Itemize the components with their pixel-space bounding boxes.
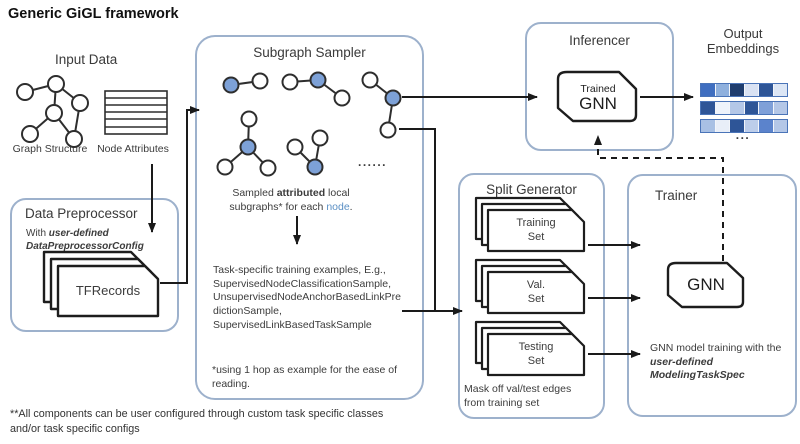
embedding-cell bbox=[701, 102, 716, 114]
subtitle-plain: With bbox=[26, 228, 49, 239]
embedding-cell bbox=[744, 102, 759, 114]
subtitle-bold1: user-defined bbox=[48, 228, 109, 239]
graph-structure-label: Graph Structure bbox=[12, 143, 88, 155]
caption-pre: Sampled bbox=[232, 187, 277, 199]
trainer-title: Trainer bbox=[655, 188, 698, 203]
trainer-note-bold2: ModelingTaskSpec bbox=[650, 369, 745, 382]
embedding-grid bbox=[700, 83, 788, 137]
val-set-label: Val. Set bbox=[526, 278, 546, 305]
training-set-label: Training Set bbox=[516, 216, 556, 243]
subtitle-bold2: DataPreprocessorConfig bbox=[26, 241, 144, 252]
embedding-cell bbox=[701, 84, 716, 96]
data-preprocessor-title: Data Preprocessor bbox=[25, 206, 138, 221]
caption-bold: attributed bbox=[276, 187, 326, 199]
node-attributes-label: Node Attributes bbox=[97, 143, 169, 155]
sampler-caption: Sampled attributed local subgraphs* for … bbox=[224, 187, 358, 214]
sampler-ellipsis: ...... bbox=[358, 155, 388, 169]
val-set-stack-icon bbox=[474, 258, 586, 315]
output-embeddings-title: Output Embeddings bbox=[706, 26, 780, 56]
tfrecords-stack-icon bbox=[42, 250, 160, 318]
embedding-cell bbox=[773, 84, 787, 96]
testing-set-stack-icon bbox=[474, 320, 586, 377]
data-preprocessor-subtitle: With user-defined DataPreprocessorConfig bbox=[26, 227, 144, 253]
gnn-label: GNN bbox=[687, 275, 725, 294]
trained-gnn-label: GNN bbox=[579, 93, 617, 113]
gnn-chip-shape bbox=[666, 261, 745, 309]
node-attributes-table-icon bbox=[104, 90, 168, 135]
embedding-cell bbox=[773, 120, 787, 132]
caption-node-word: node bbox=[326, 200, 350, 213]
embedding-cell bbox=[759, 120, 774, 132]
split-generator-title: Split Generator bbox=[486, 182, 577, 197]
inferencer-title: Inferencer bbox=[569, 33, 630, 48]
embedding-cell bbox=[730, 84, 745, 96]
embedding-cell bbox=[715, 120, 730, 132]
split-generator-box: Split Generator bbox=[458, 173, 605, 419]
trained-gnn-chip-shape bbox=[556, 70, 638, 123]
embedding-cell bbox=[744, 84, 759, 96]
embedding-cell bbox=[701, 120, 716, 132]
caption-mid: local subgraphs* for each bbox=[229, 187, 350, 213]
embedding-cell bbox=[744, 120, 759, 132]
page-title: Generic GiGL framework bbox=[8, 6, 179, 22]
embedding-cell bbox=[715, 84, 730, 96]
sampler-examples-text: Task-specific training examples, E.g., S… bbox=[213, 264, 401, 331]
subgraph-sampler-box: Subgraph Sampler bbox=[195, 35, 424, 400]
tfrecords-label: TFRecords bbox=[75, 282, 141, 298]
embedding-cell bbox=[773, 102, 787, 114]
trainer-note-bold1: user-defined bbox=[650, 355, 714, 368]
page-footnote: **All components can be user configured … bbox=[10, 408, 384, 435]
embeddings-ellipsis: ... bbox=[735, 128, 751, 142]
split-generator-note: Mask off val/test edges from training se… bbox=[464, 383, 572, 409]
input-data-title: Input Data bbox=[55, 52, 118, 67]
trained-label: Trained bbox=[580, 82, 616, 95]
embedding-cell bbox=[730, 120, 745, 132]
graph-structure-icon bbox=[16, 75, 89, 148]
embedding-cell bbox=[759, 102, 774, 114]
training-set-stack-icon bbox=[474, 196, 586, 253]
sampler-footnote: *using 1 hop as example for the ease of … bbox=[212, 364, 398, 390]
testing-set-label: Testing Set bbox=[518, 340, 554, 367]
gnn-chip: GNN bbox=[666, 261, 746, 309]
caption-post: . bbox=[349, 200, 353, 213]
trainer-note-plain: GNN model training with the bbox=[650, 342, 782, 354]
embedding-cell bbox=[715, 102, 730, 114]
embedding-row bbox=[700, 119, 788, 133]
embedding-cell bbox=[730, 102, 745, 114]
embedding-cell bbox=[759, 84, 774, 96]
trained-gnn-chip: Trained GNN bbox=[556, 72, 640, 124]
embedding-row bbox=[700, 83, 788, 97]
subgraph-sampler-title: Subgraph Sampler bbox=[253, 45, 366, 60]
embedding-row bbox=[700, 101, 788, 115]
trainer-note: GNN model training with the user-defined… bbox=[650, 342, 782, 383]
